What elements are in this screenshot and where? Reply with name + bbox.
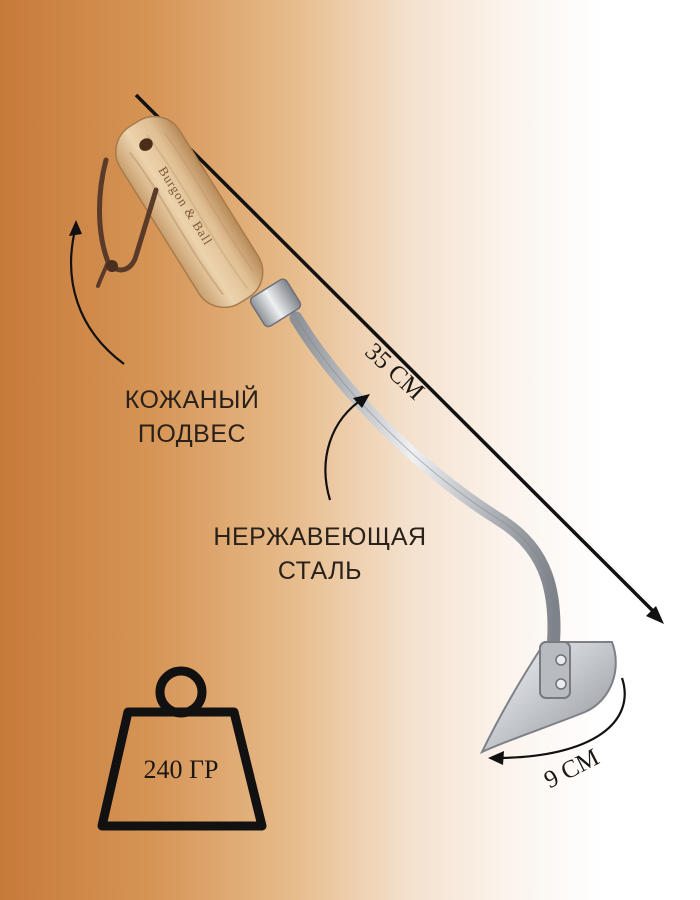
- leather-strap-label: КОЖАНЫЙ ПОДВЕС: [92, 383, 292, 451]
- wooden-handle: [115, 115, 264, 309]
- leather-pointer-arrow: [70, 225, 125, 365]
- rivet-top: [555, 654, 567, 666]
- steel-pointer-arrow: [324, 397, 365, 501]
- blade-arrow-icon: [488, 751, 504, 765]
- steel-arrow-icon: [353, 394, 370, 408]
- leather-label-line-2: ПОДВЕС: [137, 420, 247, 448]
- leather-arrow-icon: [69, 220, 82, 236]
- blade-bracket: [539, 641, 571, 699]
- leather-label-line-1: КОЖАНЫЙ: [124, 386, 260, 414]
- kettlebell-weight-icon: [97, 666, 267, 831]
- steel-label-line-2: СТАЛЬ: [277, 557, 363, 585]
- handle-hole: [139, 138, 153, 151]
- handle-ferrule: [249, 278, 302, 328]
- length-dimension-line: [134, 93, 656, 614]
- rivet-bottom: [555, 678, 567, 690]
- weight-label: 240 ГР: [143, 755, 219, 784]
- steel-shaft: [289, 311, 561, 667]
- length-arrow-icon: [646, 606, 664, 624]
- steel-label-line-1: НЕРЖАВЕЮЩАЯ: [213, 523, 427, 551]
- stainless-steel-label: НЕРЖАВЕЮЩАЯ СТАЛЬ: [200, 520, 440, 588]
- leather-hanging-strap-icon: [97, 157, 159, 273]
- blade-width-arrow: [493, 677, 626, 760]
